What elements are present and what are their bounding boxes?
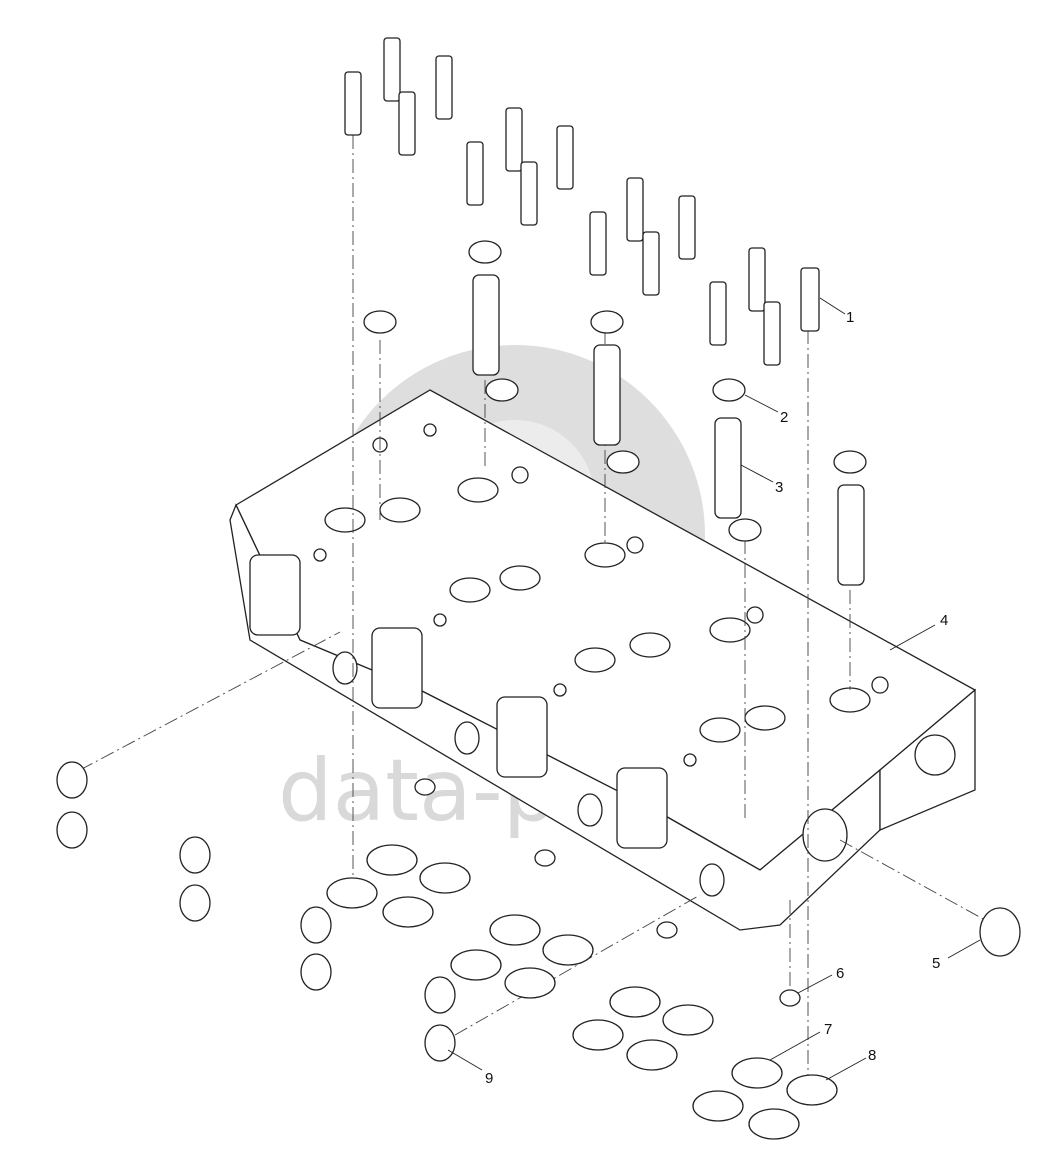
valve-bores	[313, 423, 889, 767]
leader-lines	[447, 297, 981, 1081]
port-3	[496, 696, 548, 778]
valve-guides	[344, 37, 820, 366]
port-hole-d	[699, 863, 725, 897]
small-plugs	[414, 778, 801, 1007]
port-1	[249, 554, 301, 636]
callout-7: 7	[824, 1021, 832, 1038]
port-hole-c	[577, 793, 603, 827]
callout-4: 4	[940, 612, 948, 629]
callout-9: 9	[485, 1070, 493, 1087]
port-hole-a	[332, 651, 358, 685]
callout-3: 3	[775, 479, 783, 496]
callout-1: 1	[846, 309, 854, 326]
cylinder-head	[229, 389, 977, 931]
callout-5: 5	[932, 955, 940, 972]
callout-2: 2	[780, 409, 788, 426]
port-4	[616, 767, 668, 849]
port-2	[371, 627, 423, 709]
assembly-axis-lines	[79, 135, 986, 1080]
port-hole-b	[454, 721, 480, 755]
core-plugs	[56, 761, 1021, 1062]
stem-seals	[363, 240, 867, 542]
end-bore	[802, 808, 848, 862]
callouts: 1 2 3 4 5 6 7 8 9	[485, 309, 948, 1087]
callout-8: 8	[868, 1047, 876, 1064]
valve-seat-rings	[326, 844, 838, 1140]
injector-sleeves	[472, 274, 865, 586]
end-plug-boss	[914, 734, 956, 776]
callout-6: 6	[836, 965, 844, 982]
